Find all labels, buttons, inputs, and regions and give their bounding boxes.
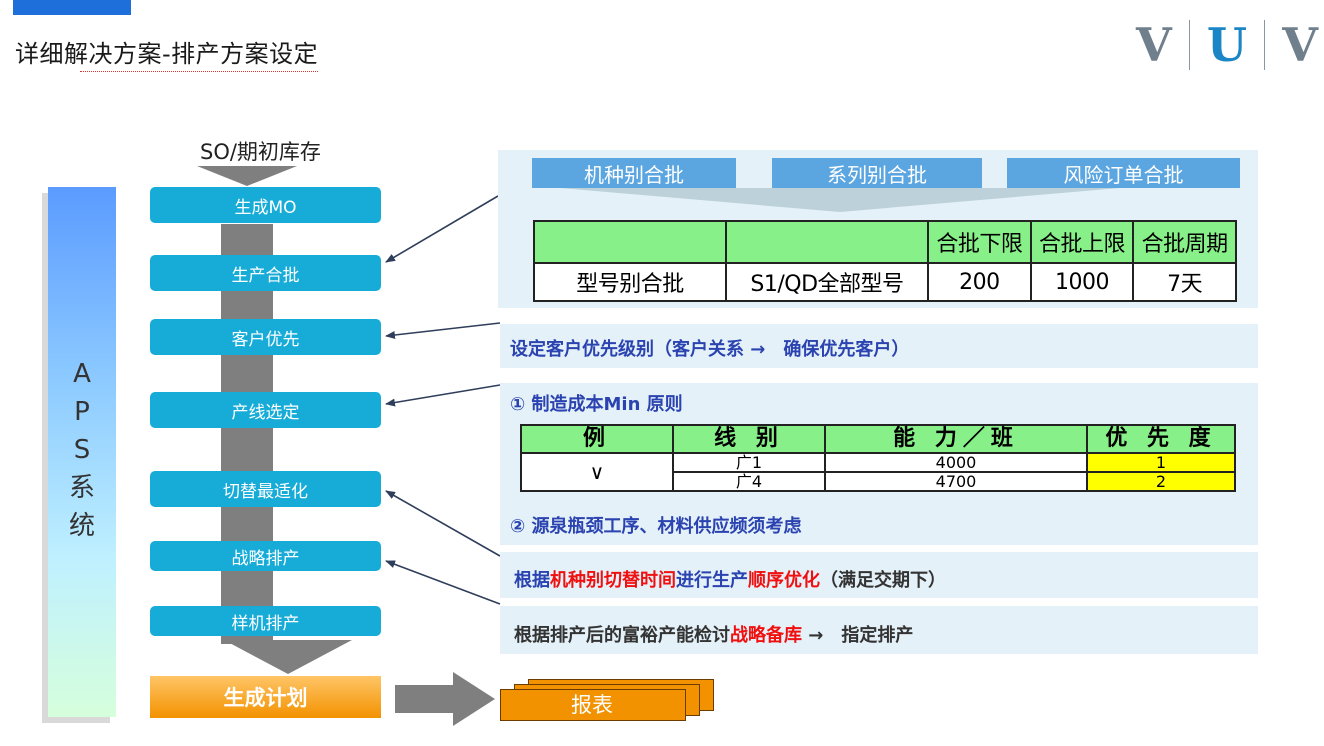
aps-letter: A bbox=[73, 359, 91, 389]
table-header-row: 合批下限 合批上限 合批周期 bbox=[533, 220, 1237, 264]
table-header-cell: 优 先 度 bbox=[1086, 424, 1236, 454]
chip-risk-batch: 风险订单合批 bbox=[1007, 158, 1240, 188]
logo-letter-right: V bbox=[1282, 18, 1318, 72]
step-customer-priority: 客户优先 bbox=[150, 319, 381, 355]
table-cell: 1000 bbox=[1029, 262, 1135, 302]
page-title: 详细解决方案-排产方案设定 bbox=[15, 34, 319, 72]
logo-divider bbox=[1188, 20, 1190, 70]
flow-top-arrow bbox=[197, 166, 297, 186]
text-highlight: 机种别切替时间 bbox=[550, 570, 676, 591]
aps-letter: 统 bbox=[68, 511, 95, 541]
switch-optimization-panel bbox=[500, 552, 1258, 598]
table-cell: 2 bbox=[1086, 471, 1236, 492]
customer-priority-panel bbox=[500, 324, 1258, 368]
table-cell: 200 bbox=[927, 262, 1032, 302]
flow-start-label: SO/期初库存 bbox=[200, 140, 321, 164]
flow-bottom-arrow bbox=[224, 640, 352, 674]
step-strategic-scheduling: 战略排产 bbox=[150, 541, 381, 571]
switch-optimization-text: 根据机种别切替时间进行生产顺序优化（满足交期下） bbox=[514, 566, 946, 592]
table-row: 广4 4700 2 bbox=[521, 471, 1236, 492]
step-switch-optimization: 切替最适化 bbox=[150, 471, 381, 507]
table-row: 型号别合批 S1/QD全部型号 200 1000 7天 bbox=[533, 262, 1237, 302]
logo-letter-mid: U bbox=[1206, 18, 1248, 72]
spellcheck-underline bbox=[80, 71, 319, 72]
table-header-cell: 例 bbox=[520, 424, 674, 454]
table-cell: 1 bbox=[1086, 452, 1236, 473]
connector-switch bbox=[385, 490, 501, 557]
text-highlight: 顺序优化 bbox=[748, 570, 820, 591]
batch-table: 合批下限 合批上限 合批周期 型号别合批 S1/QD全部型号 200 1000 … bbox=[533, 220, 1237, 302]
aps-system-label: A P S 系 统 bbox=[48, 355, 116, 545]
chip-model-batch: 机种别合批 bbox=[532, 158, 736, 188]
table-cell: S1/QD全部型号 bbox=[725, 262, 929, 302]
strategic-stock-text: 根据排产后的富裕产能检讨战略备库 → 指定排产 bbox=[514, 621, 913, 647]
table-header-cell: 线 别 bbox=[672, 424, 826, 454]
aps-letter: S bbox=[73, 435, 91, 465]
step-generate-mo: 生成MO bbox=[150, 187, 381, 223]
aps-system-bar bbox=[48, 187, 116, 717]
table-cell: 7天 bbox=[1132, 262, 1237, 302]
text-segment: 根据 bbox=[514, 570, 550, 591]
brand-logo: V U V bbox=[1136, 18, 1318, 72]
table-header-cell: 合批上限 bbox=[1029, 220, 1135, 264]
table-header-cell bbox=[725, 220, 929, 264]
connector-line-select bbox=[385, 384, 501, 407]
table-cell: 广1 bbox=[672, 452, 826, 473]
flow-spine bbox=[221, 224, 273, 644]
logo-letter-left: V bbox=[1136, 18, 1172, 72]
table-cell: 型号别合批 bbox=[533, 262, 727, 302]
generate-plan-box: 生成计划 bbox=[150, 676, 381, 718]
to-report-arrow-head bbox=[453, 672, 495, 726]
connector-batch bbox=[385, 195, 499, 263]
report-label: 报表 bbox=[571, 693, 613, 717]
report-stack-front bbox=[500, 689, 686, 721]
line-priority-table: 例 线 别 能 力／班 优 先 度 ∨ 广1 4000 1 广4 4700 2 bbox=[520, 424, 1236, 492]
table-cell: ∨ bbox=[520, 452, 674, 492]
text-highlight: 战略备库 bbox=[730, 625, 802, 646]
table-cell: 4000 bbox=[824, 452, 1088, 473]
rule-min-cost: ① 制造成本Min 原则 bbox=[510, 394, 683, 415]
connector-strategy bbox=[385, 560, 501, 605]
step-production-batch: 生产合批 bbox=[150, 255, 381, 291]
table-header-row: 例 线 别 能 力／班 优 先 度 bbox=[520, 424, 1236, 454]
merge-funnel-arrow bbox=[560, 188, 1120, 212]
logo-divider bbox=[1264, 20, 1266, 70]
strategic-stock-panel bbox=[500, 606, 1258, 654]
aps-letter: 系 bbox=[68, 473, 95, 503]
table-header-cell bbox=[533, 220, 727, 264]
text-segment: 根据排产后的富裕产能检讨 bbox=[514, 625, 730, 646]
aps-letter: P bbox=[74, 397, 90, 427]
text-segment: → 指定排产 bbox=[802, 625, 914, 646]
customer-priority-text: 设定客户优先级别（客户关系 → 确保优先客户） bbox=[510, 339, 910, 360]
connector-customer bbox=[385, 322, 501, 339]
corner-accent-tab bbox=[13, 0, 131, 15]
text-segment: 进行生产 bbox=[676, 570, 748, 591]
table-cell: 广4 bbox=[672, 471, 826, 492]
step-sample-scheduling: 样机排产 bbox=[150, 606, 381, 636]
rule-bottleneck: ② 源泉瓶颈工序、材料供应频须考虑 bbox=[510, 516, 802, 537]
table-row: ∨ 广1 4000 1 bbox=[520, 452, 1236, 492]
to-report-arrow bbox=[395, 685, 453, 713]
table-header-cell: 合批周期 bbox=[1132, 220, 1237, 264]
chip-series-batch: 系列别合批 bbox=[772, 158, 982, 188]
table-header-cell: 合批下限 bbox=[927, 220, 1032, 264]
table-header-cell: 能 力／班 bbox=[824, 424, 1088, 454]
text-segment: （满足交期下） bbox=[820, 570, 946, 591]
table-cell: 4700 bbox=[824, 471, 1088, 492]
step-line-selection: 产线选定 bbox=[150, 392, 381, 428]
